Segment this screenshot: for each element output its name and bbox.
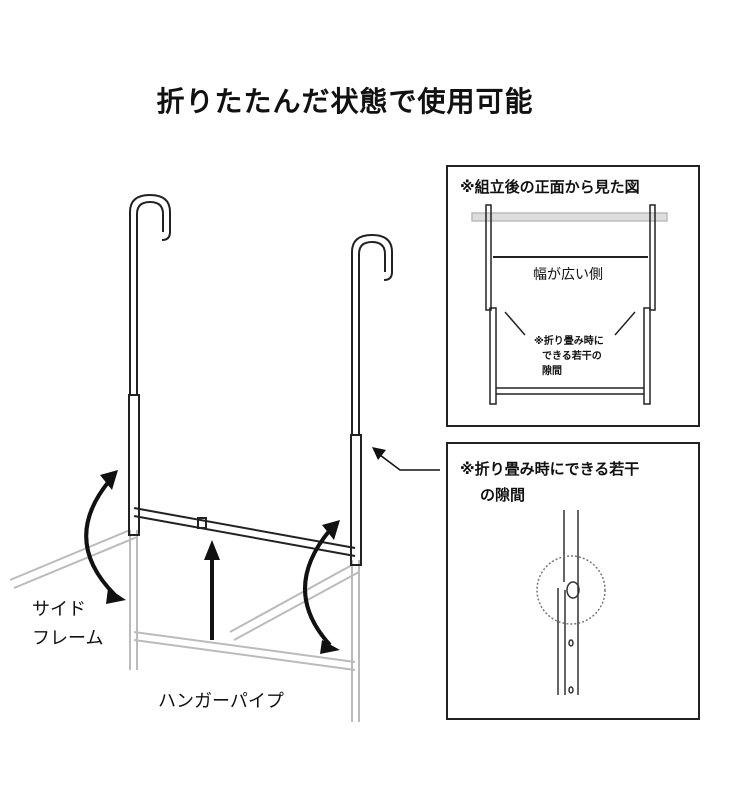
- gap-note-line2: できる若干の: [542, 351, 602, 362]
- front-view-box: ※組立後の正面から見た図 幅が広い側 ※折り畳み時に できる若干の 隙間: [446, 165, 700, 427]
- page-title: 折りたたんだ状態で使用可能: [156, 85, 534, 118]
- rotation-arrows: [84, 454, 440, 647]
- front-view-drawing: [471, 204, 668, 405]
- gap-detail-heading-line1: ※折り畳み時にできる若干: [460, 460, 640, 478]
- front-view-heading: ※組立後の正面から見た図: [460, 178, 640, 196]
- gap-note-line1: ※折り畳み時に: [534, 336, 604, 347]
- ghost-unfolded-frame: [9, 529, 360, 722]
- gap-note-line3: 隙間: [542, 366, 562, 377]
- hanger-pipe-label: ハンガーパイプ: [158, 691, 284, 712]
- width-label: 幅が広い側: [533, 267, 603, 283]
- gap-detail-box: ※折り畳み時にできる若干 の隙間: [446, 442, 700, 720]
- side-frame-label-line2: フレーム: [32, 628, 104, 649]
- hanger-pipe-drawing: [133, 507, 356, 557]
- left-side-frame: [128, 193, 171, 536]
- gap-detail-heading-line2: の隙間: [480, 486, 526, 504]
- right-side-frame: [350, 233, 393, 566]
- arrow-heads: [100, 447, 386, 654]
- side-frame-label-line1: サイド: [32, 599, 86, 620]
- gap-detail-drawing: [536, 510, 606, 695]
